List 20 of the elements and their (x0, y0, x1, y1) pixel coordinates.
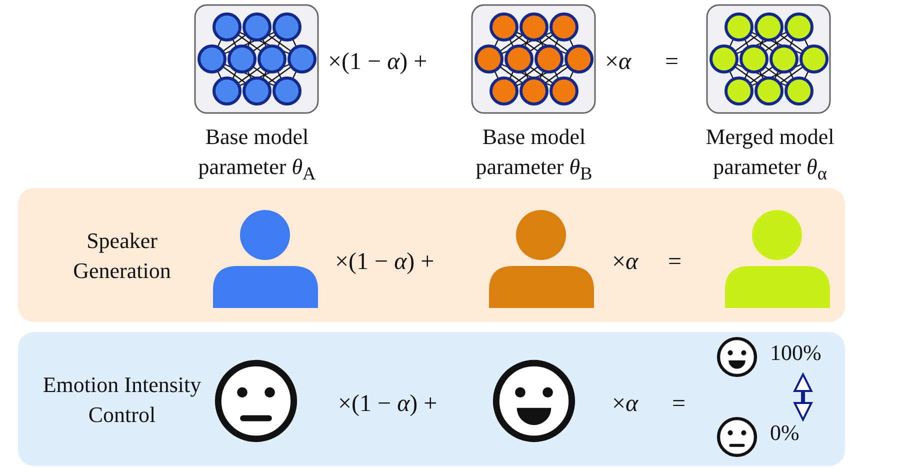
math-operator: = (665, 48, 679, 77)
math-operator: ×(1 − α) + (335, 248, 434, 277)
double-arrow (794, 373, 812, 421)
percent-label: 100% (770, 340, 822, 366)
face-icon (716, 336, 758, 378)
panel-title: Speaker Generation (72, 227, 172, 285)
math-operator: = (672, 390, 686, 419)
math-operator: ×(1 − α) + (338, 390, 438, 419)
model-caption: Base model parameter θ$_{B}$ (474, 123, 594, 186)
math-operator: ×(1 − α) + (328, 48, 428, 77)
percent-label: 0% (770, 420, 800, 446)
model-caption: Base model parameter θ$_{A}$ (197, 123, 317, 186)
math-operator: ×α (605, 48, 632, 77)
panel-band (18, 332, 845, 466)
model-caption: Merged model parameter θ$_{α}$ (704, 123, 836, 186)
panel-title: Emotion Intensity Control (42, 371, 202, 429)
math-operator: = (668, 248, 682, 277)
math-operator: ×α (612, 390, 638, 419)
face-icon (716, 416, 758, 458)
math-operator: ×α (612, 248, 638, 277)
